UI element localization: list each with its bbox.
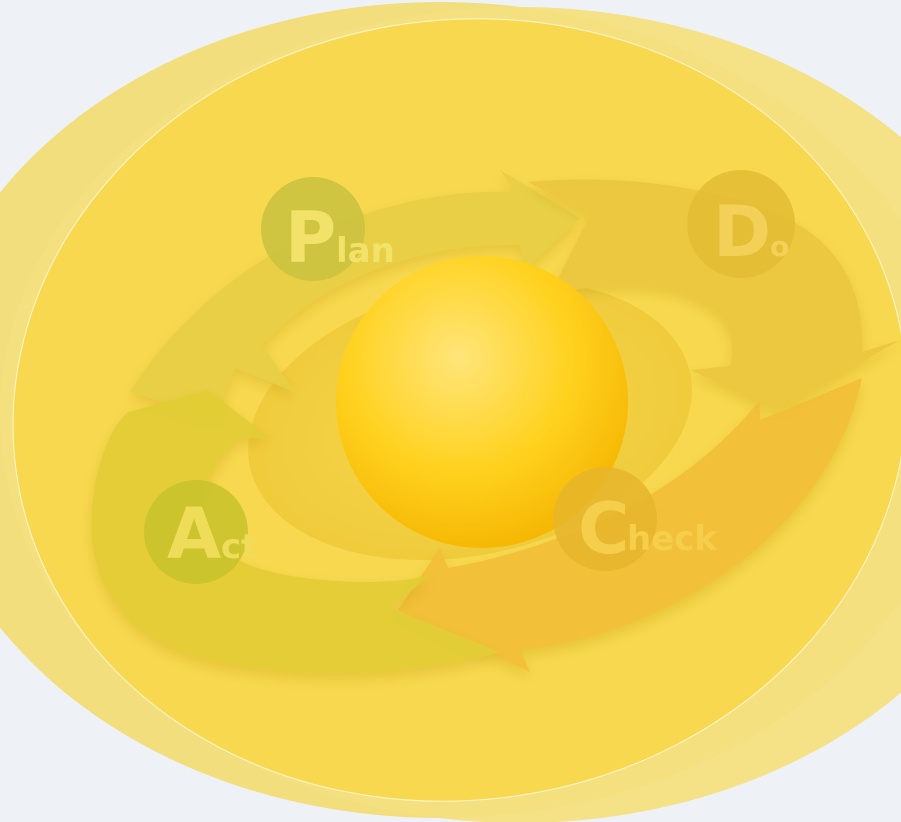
do-label-rest: o [770,230,789,263]
do-badge [687,170,795,278]
check-label-group: C heck [553,467,718,571]
act-arrow [91,390,500,674]
plan-label-rest: lan [336,231,395,271]
plan-badge [261,177,365,281]
act-label-rest: ct [221,527,257,567]
plan-arrow [130,170,580,418]
do-label-group: D o [687,170,795,278]
do-arrow [528,179,900,410]
plan-label-group: P lan [261,177,395,281]
do-letter: D [713,191,771,273]
check-label-rest: heck [627,519,718,559]
center-sphere [336,256,628,548]
act-badge [144,480,248,584]
plan-letter: P [285,197,336,279]
act-letter: A [167,493,221,575]
act-label-group: A ct [144,480,257,584]
check-letter: C [578,488,629,570]
check-badge [553,467,657,571]
